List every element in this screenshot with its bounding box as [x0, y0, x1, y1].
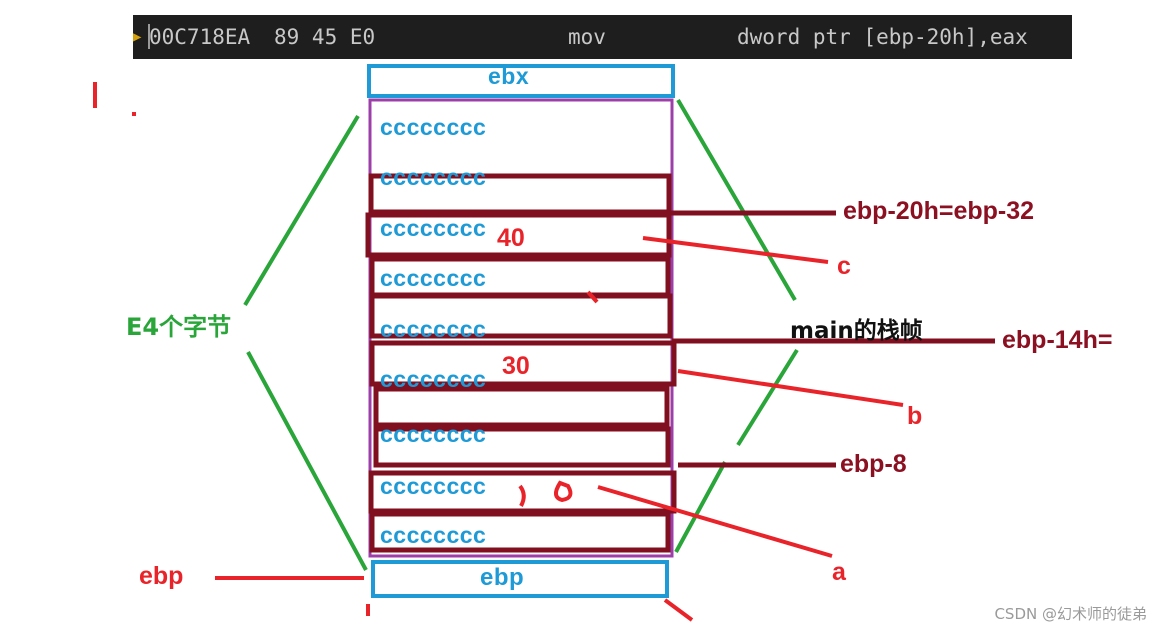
slot-4 — [369, 293, 673, 339]
offset-b-label: ebp-14h= — [1002, 326, 1113, 354]
arrow-c — [642, 236, 829, 264]
slot-5 — [369, 340, 677, 387]
instruction-opcode: mov — [568, 25, 606, 49]
frame-brace-left — [243, 114, 368, 571]
variable-slots — [365, 173, 677, 553]
slot-8 — [368, 470, 677, 514]
ebp-pointer-label: ebp — [139, 562, 184, 590]
current-instruction-arrow-icon: ▶ — [133, 29, 142, 45]
var-b-label: b — [907, 402, 923, 430]
text-cursor — [148, 24, 150, 49]
stack-cell-1: cccccccc — [380, 114, 487, 140]
ebp-slot-label: ebp — [480, 564, 525, 591]
zero-mark — [554, 480, 573, 503]
slot-2 — [365, 212, 672, 258]
bottom-right-mark — [663, 598, 694, 622]
stack-cell-8: cccccccc — [380, 473, 487, 499]
offset-pointers — [669, 210, 995, 468]
var-c-label: c — [837, 252, 851, 280]
instruction-address: 00C718EA — [149, 25, 251, 49]
frame-name-label: main的栈帧 — [790, 318, 923, 344]
stack-cell-4: cccccccc — [380, 265, 487, 291]
ebp-slot — [371, 560, 669, 598]
variable-arrows — [93, 82, 904, 622]
ebx-slot — [367, 64, 675, 98]
arrow-b — [677, 369, 904, 407]
arrow-a — [597, 485, 833, 558]
stack-cell-5: cccccccc — [380, 316, 487, 342]
ebx-label: ebx — [488, 63, 530, 89]
instruction-operands: dword ptr [ebp-20h],eax — [737, 25, 1028, 49]
value-b: 30 — [502, 352, 530, 380]
watermark: CSDN @幻术师的徒弟 — [994, 605, 1147, 623]
value-c: 40 — [497, 224, 525, 252]
instruction-bytes: 89 45 E0 — [274, 25, 376, 49]
scribble-mid — [586, 290, 599, 304]
slot-6 — [373, 386, 670, 428]
slot-7 — [373, 426, 671, 468]
var-a-label: a — [832, 558, 846, 586]
slot-9 — [369, 511, 671, 553]
offset-a-label: ebp-8 — [840, 450, 907, 478]
stack-cell-6: cccccccc — [380, 366, 487, 392]
frame-size-label: E4个字节 — [126, 313, 232, 341]
disassembly-line: ▶ 00C718EA 89 45 E0 mov dword ptr [ebp-2… — [133, 15, 1072, 59]
stack-cell-9: cccccccc — [380, 522, 487, 548]
offset-c-label: ebp-20h=ebp-32 — [843, 197, 1035, 225]
slot-1 — [368, 173, 672, 215]
brace-mark — [518, 484, 526, 507]
frame-brace-right — [674, 98, 799, 553]
stack-cell-2: cccccccc — [380, 164, 487, 190]
stack-cell-3: cccccccc — [380, 215, 487, 241]
stack-cell-7: cccccccc — [380, 421, 487, 447]
